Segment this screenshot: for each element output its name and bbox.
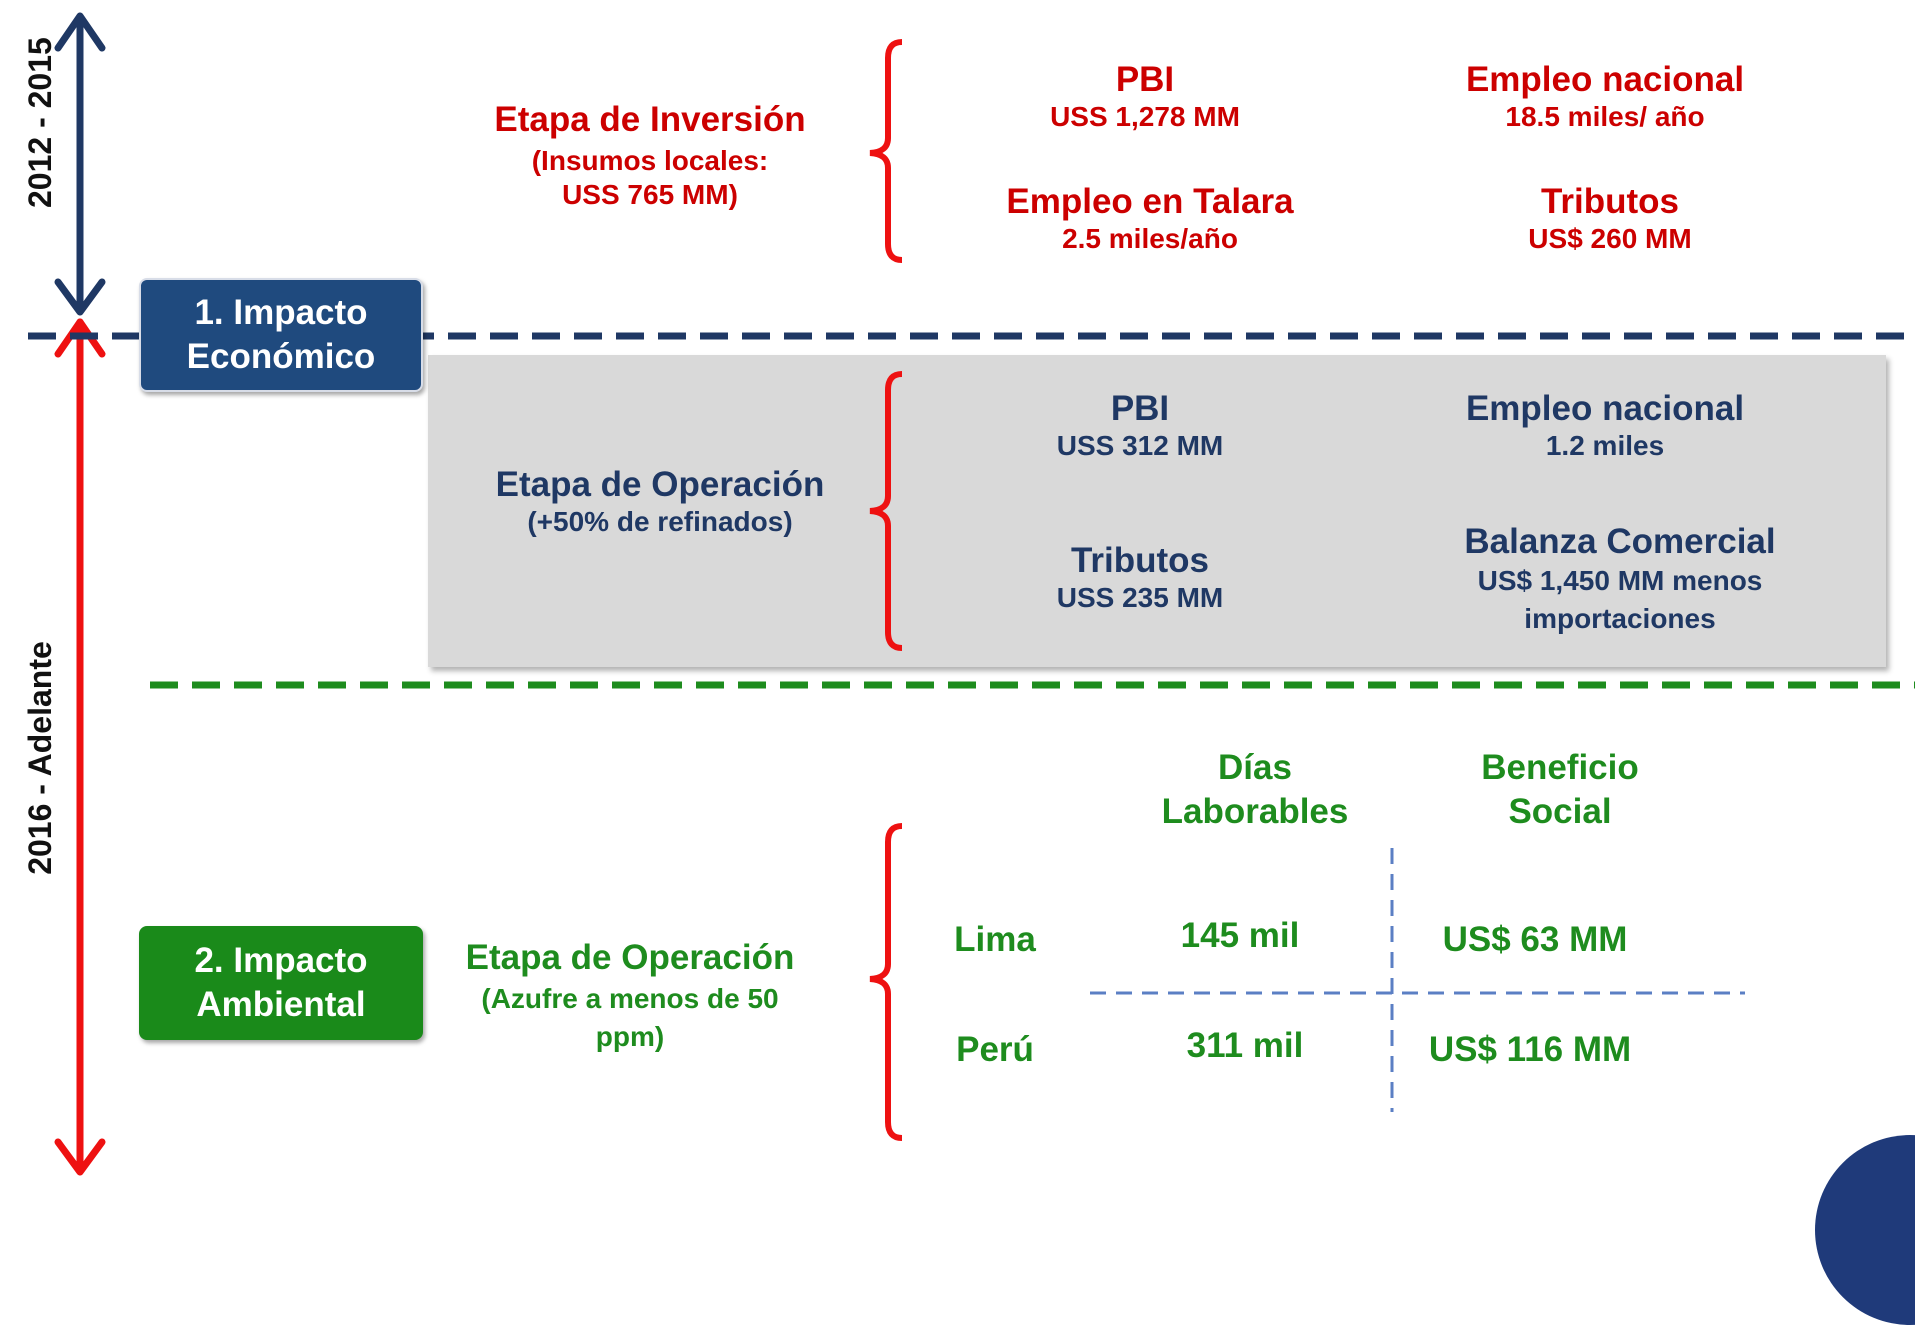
table-row: Lima 145 mil US$ 63 MM xyxy=(0,916,1915,964)
investment-bracket xyxy=(869,39,903,263)
investment-item-empleo-nacional: Empleo nacional 18.5 miles/ año xyxy=(1420,60,1790,134)
row-benefit: US$ 116 MM xyxy=(1428,1030,1632,1069)
bottom-period-arrow xyxy=(54,318,106,1176)
operation-item-value: 1.2 miles xyxy=(1545,430,1665,461)
top-period-label: 2012 - 2015 xyxy=(22,37,58,208)
investment-title: Etapa de Inversión xyxy=(494,100,806,139)
environmental-box-line1: 2. Impacto xyxy=(194,941,368,980)
row-days: 145 mil xyxy=(1180,916,1300,955)
environmental-bracket xyxy=(869,823,903,1141)
investment-item-title: Empleo en Talara xyxy=(1006,182,1294,221)
diagram-lines xyxy=(28,12,1915,1176)
environmental-impact-box: 2. Impacto Ambiental xyxy=(139,926,423,1040)
operation-title: Etapa de Operación xyxy=(495,465,825,504)
investment-item-value: 2.5 miles/año xyxy=(1062,223,1238,254)
investment-item-value: 18.5 miles/ año xyxy=(1505,101,1705,132)
investment-stage: Etapa de Inversión (Insumos locales: USS… xyxy=(440,100,860,212)
operation-item-title: Empleo nacional xyxy=(1465,389,1745,428)
operation-item-title: Tributos xyxy=(1070,541,1210,580)
row-benefit: US$ 63 MM xyxy=(1442,920,1628,959)
operation-item-value-1: US$ 1,450 MM menos xyxy=(1477,565,1763,596)
investment-item-title: Empleo nacional xyxy=(1465,60,1745,99)
table-row: Perú 311 mil US$ 116 MM xyxy=(0,1026,1915,1074)
environmental-subtitle-2: ppm) xyxy=(595,1021,665,1052)
operation-item-value: USS 312 MM xyxy=(1056,430,1224,461)
investment-item-pbi: PBI USS 1,278 MM xyxy=(980,60,1310,134)
investment-item-title: PBI xyxy=(1115,60,1175,99)
top-period-arrow xyxy=(54,12,106,316)
operation-item-pbi: PBI USS 312 MM xyxy=(990,389,1290,463)
operation-panel xyxy=(428,355,1886,667)
operation-item-balanza: Balanza Comercial US$ 1,450 MM menos imp… xyxy=(1420,522,1820,636)
row-region: Perú xyxy=(956,1030,1034,1069)
bottom-period-label: 2016 - Adelante xyxy=(22,641,58,875)
operation-subtitle: (+50% de refinados) xyxy=(527,506,793,537)
operation-item-tributos: Tributos USS 235 MM xyxy=(990,541,1290,615)
economic-impact-box: 1. Impacto Económico xyxy=(139,278,423,392)
row-days: 311 mil xyxy=(1186,1026,1304,1065)
header-dias-laborables: Días Laborables xyxy=(1110,746,1400,834)
operation-item-value: USS 235 MM xyxy=(1056,582,1224,613)
row-region: Lima xyxy=(954,920,1036,959)
investment-item-title: Tributos xyxy=(1540,182,1680,221)
environmental-title: Etapa de Operación xyxy=(465,938,795,977)
header-dias-line2: Laborables xyxy=(1161,792,1349,831)
operation-stage: Etapa de Operación (+50% de refinados) xyxy=(440,465,880,539)
operation-item-value-2: importaciones xyxy=(1524,603,1716,634)
environmental-box-line2: Ambiental xyxy=(196,985,366,1024)
operation-item-title: PBI xyxy=(1110,389,1170,428)
investment-item-value: USS 1,278 MM xyxy=(1050,101,1240,132)
economic-box-line1: 1. Impacto xyxy=(194,293,368,332)
header-dias-line1: Días xyxy=(1218,748,1292,787)
investment-subtitle-1: (Insumos locales: xyxy=(531,145,769,176)
operation-item-title: Balanza Comercial xyxy=(1464,522,1776,561)
environmental-subtitle-1: (Azufre a menos de 50 xyxy=(481,983,779,1014)
header-beneficio-line1: Beneficio xyxy=(1481,748,1639,787)
operation-item-empleo-nacional: Empleo nacional 1.2 miles xyxy=(1420,389,1790,463)
environmental-stage: Etapa de Operación (Azufre a menos de 50… xyxy=(440,938,820,1054)
economic-box-line2: Económico xyxy=(186,337,376,376)
operation-bracket xyxy=(869,371,903,651)
header-beneficio-line2: Social xyxy=(1508,792,1612,831)
investment-subtitle-2: USS 765 MM) xyxy=(562,179,738,210)
investment-item-value: US$ 260 MM xyxy=(1528,223,1692,254)
investment-item-tributos: Tributos US$ 260 MM xyxy=(1450,182,1770,256)
investment-item-empleo-talara: Empleo en Talara 2.5 miles/año xyxy=(970,182,1330,256)
header-beneficio-social: Beneficio Social xyxy=(1420,746,1700,834)
